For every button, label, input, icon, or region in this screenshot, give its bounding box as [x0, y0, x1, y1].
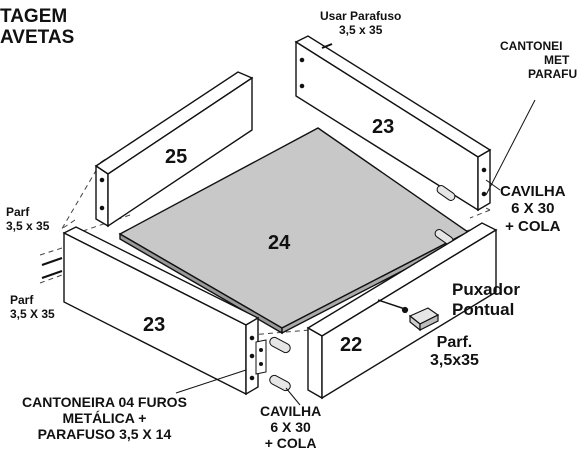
- panel-22: [306, 222, 498, 400]
- label-parf-left-bottom: Parf 3,5 X 35: [10, 293, 55, 322]
- leader-lines: [175, 99, 536, 406]
- part-number-24: 24: [268, 232, 291, 254]
- screws-left: [41, 257, 63, 279]
- label-cavilha-right-line-3: + COLA: [505, 217, 561, 235]
- label-cavilha-right-line-2: 6 X 30: [511, 200, 555, 218]
- label-cavilha-right: CAVILHA 6 X 30 + COLA: [500, 183, 566, 235]
- label-parf-left-bottom-line-2: 3,5 X 35: [10, 306, 55, 321]
- label-cavilha-right-line-1: CAVILHA: [500, 183, 566, 200]
- page-title: TAGEM AVETAS: [0, 6, 74, 49]
- handle-knob: [377, 299, 440, 332]
- label-cantoneira-top-line-3: PARAFU: [528, 66, 578, 81]
- label-usar-parafuso: Usar Parafuso 3,5 x 35: [320, 9, 402, 38]
- label-parf-puxador: Parf. 3,5x35: [430, 334, 479, 371]
- label-puxador: Puxador Pontual: [452, 280, 520, 319]
- part-number-25: 25: [165, 146, 188, 168]
- label-cantoneira-top: CANTONEI MET PARAFU: [500, 39, 578, 81]
- label-parf-left-bottom-line-1: Parf: [10, 293, 34, 307]
- label-puxador-line-2: Pontual: [452, 299, 515, 319]
- label-cavilha-bottom-line-2: 6 X 30: [270, 419, 311, 436]
- label-puxador-line-1: Puxador: [452, 280, 521, 299]
- panel-23-side: [62, 226, 260, 396]
- label-usar-parafuso-line-1: Usar Parafuso: [320, 9, 402, 23]
- label-cantoneira-top-line-1: CANTONEI: [500, 39, 563, 53]
- dowels-front: [269, 336, 291, 392]
- label-cavilha-bottom: CAVILHA 6 X 30 + COLA: [260, 403, 321, 451]
- part-number-23-side: 23: [143, 314, 166, 336]
- part-number-22: 22: [340, 334, 363, 356]
- board-24: [118, 127, 470, 335]
- part-number-23-back: 23: [372, 116, 395, 138]
- dowels-back: [434, 185, 456, 245]
- label-parf-left-top-line-2: 3,5 x 35: [6, 218, 50, 233]
- label-parf-puxador-line-1: Parf.: [436, 334, 473, 351]
- label-cantoneira-bottom-line-1: CANTONEIRA 04 FUROS: [22, 394, 187, 410]
- label-parf-puxador-line-2: 3,5x35: [430, 352, 479, 370]
- label-cavilha-bottom-line-3: + COLA: [264, 435, 317, 452]
- title-line-1: TAGEM: [0, 6, 68, 27]
- label-parf-left-top: Parf 3,5 x 35: [6, 205, 50, 234]
- corner-bracket: [255, 339, 267, 375]
- label-cantoneira-bottom-line-2: METÁLICA +: [62, 410, 147, 427]
- panel-25: [94, 71, 254, 228]
- label-cantoneira-top-line-2: MET: [544, 52, 570, 67]
- label-parf-left-top-line-1: Parf: [6, 205, 30, 219]
- label-cavilha-bottom-line-1: CAVILHA: [260, 403, 322, 419]
- label-usar-parafuso-line-2: 3,5 x 35: [339, 22, 383, 37]
- screws-top: [321, 43, 333, 49]
- panel-23-back: [294, 35, 492, 212]
- label-cantoneira-bottom: CANTONEIRA 04 FUROS METÁLICA + PARAFUSO …: [22, 394, 187, 442]
- label-cantoneira-bottom-line-3: PARAFUSO 3,5 X 14: [37, 426, 172, 443]
- title-line-2: AVETAS: [0, 27, 75, 49]
